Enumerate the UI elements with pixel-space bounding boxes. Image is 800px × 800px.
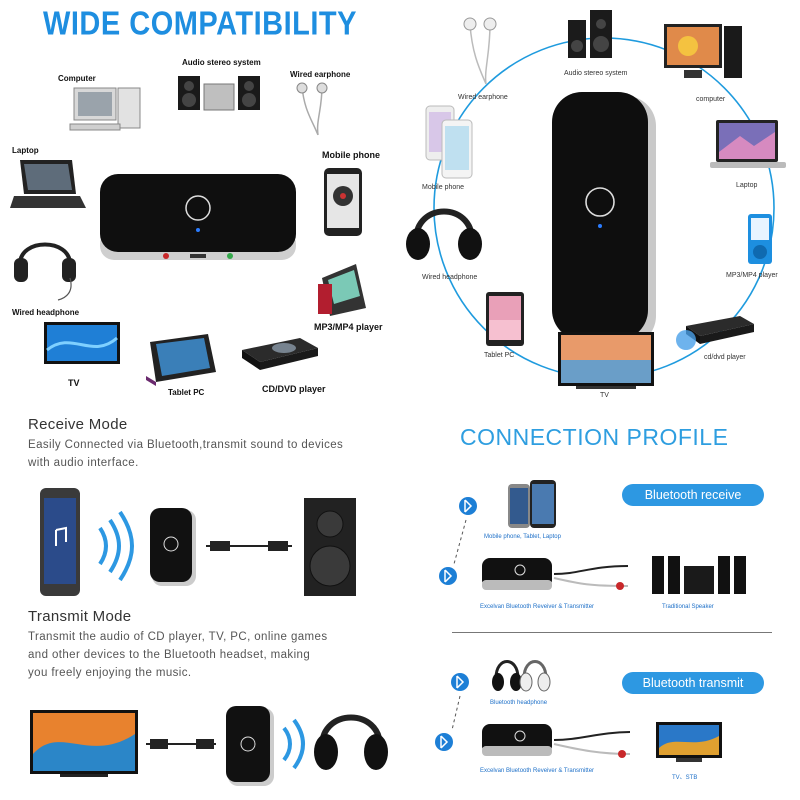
receive-mode-title: Receive Mode [28, 416, 128, 433]
cd-dvd-label: CD/DVD player [262, 384, 326, 394]
bluetooth-link-icon [435, 673, 469, 751]
audio-system-label: Audio stereo system [182, 58, 261, 67]
transmit-headphone-caption: Bluetooth headphone [490, 700, 548, 706]
laptop-label: Laptop [736, 182, 758, 189]
transmit-device-caption: Excelvan Bluetooth Reveiver & Transmitte… [480, 768, 595, 774]
mobile-phone-icon [508, 480, 556, 528]
headphone-icon [14, 242, 76, 301]
receive-mode-line-1: Easily Connected via Bluetooth,transmit … [28, 439, 344, 451]
bluetooth-receive-label: Bluetooth receive [622, 484, 764, 506]
bluetooth-headphone-icon [492, 660, 551, 692]
tablet-label: Tablet PC [484, 352, 515, 359]
transmit-mode-line-3: you freely enjoying the music. [28, 667, 192, 679]
signal-waves-icon [282, 718, 305, 770]
audio-system-icon [568, 10, 612, 58]
computer-label: computer [696, 96, 726, 103]
audio-cable-icon [146, 739, 216, 749]
wide-compatibility-panel: WIDE COMPATIBILITY Computer Audio stereo… [0, 0, 400, 400]
transmit-mode-diagram [30, 706, 388, 786]
transmit-mode-line-2: and other devices to the Bluetooth heads… [28, 649, 311, 661]
audio-cable-icon [206, 541, 292, 551]
laptop-icon [710, 120, 786, 168]
traditional-speaker-icon [652, 556, 746, 594]
receive-mode-line-2: with audio interface. [28, 457, 139, 469]
wired-earphone-label: Wired earphone [458, 94, 508, 101]
laptop-label: Laptop [12, 146, 39, 155]
section-divider [452, 632, 772, 633]
mp3-player-icon [318, 264, 366, 316]
connection-profile-panel: CONNECTION PROFILE Bluetooth receive Mob… [400, 400, 800, 800]
tablet-icon [486, 292, 524, 346]
adapter-icon [226, 706, 274, 786]
mp3-label: MP3/MP4 player [726, 272, 778, 279]
cd-dvd-player-icon [242, 338, 318, 370]
headphone-icon [406, 208, 482, 260]
tv-stb-icon [656, 722, 722, 762]
tv-label: TV [68, 378, 80, 388]
receive-phone-caption: Mobile phone, Tablet, Laptop [484, 534, 561, 540]
tv-label: TV [600, 392, 609, 399]
tv-icon [30, 710, 138, 777]
computer-icon [69, 87, 141, 131]
receive-speaker-caption: Traditional Speaker [662, 604, 714, 610]
receive-device-caption: Excelvan Bluetooth Reveiver & Transmitte… [480, 604, 595, 610]
bluetooth-headphone-icon [314, 714, 388, 770]
bluetooth-transmit-label: Bluetooth transmit [622, 672, 764, 694]
computer-icon [664, 24, 742, 78]
adapter-with-cable-icon [482, 558, 629, 590]
adapter-icon [150, 508, 196, 586]
audio-system-label: Audio stereo system [564, 70, 628, 77]
wired-headphone-label: Wired headphone [12, 308, 80, 317]
mobile-phone-icon [425, 105, 473, 179]
bluetooth-adapter-image [552, 92, 656, 346]
device-circle-panel: Audio stereo system computer Wired earph… [400, 0, 800, 400]
modes-panel: Receive Mode Easily Connected via Blueto… [0, 400, 400, 800]
mobile-phone-icon [324, 168, 362, 236]
audio-system-icon [178, 76, 260, 111]
mp3-player-icon [748, 214, 772, 264]
computer-label: Computer [58, 74, 96, 83]
mp3-label: MP3/MP4 player [314, 322, 383, 332]
earphone-icon [296, 82, 328, 136]
cd-dvd-label: cd/dvd player [704, 354, 746, 361]
speaker-icon [304, 498, 356, 596]
wide-compatibility-title: WIDE COMPATIBILITY [42, 5, 357, 43]
laptop-icon [10, 160, 86, 208]
transmit-mode-line-1: Transmit the audio of CD player, TV, PC,… [28, 631, 328, 643]
cd-dvd-player-icon [676, 316, 754, 350]
receive-mode-diagram [40, 488, 356, 596]
bluetooth-link-icon [439, 497, 477, 585]
connection-profile-title: CONNECTION PROFILE [460, 424, 729, 450]
wired-earphone-label: Wired earphone [290, 70, 351, 79]
adapter-with-cable-icon [482, 724, 631, 758]
mobile-phone-label: Mobile phone [422, 184, 465, 191]
wired-headphone-label: Wired headphone [422, 274, 478, 281]
mobile-phone-label: Mobile phone [322, 150, 380, 160]
earphone-icon [463, 17, 497, 85]
tv-icon [558, 332, 654, 389]
tablet-icon [146, 334, 216, 386]
tv-icon [44, 322, 120, 364]
transmit-tv-caption: TV、STB [672, 775, 698, 781]
transmit-mode-title: Transmit Mode [28, 608, 132, 625]
bluetooth-adapter-image [100, 174, 296, 260]
signal-waves-icon [98, 510, 134, 582]
tablet-label: Tablet PC [168, 388, 205, 397]
phone-icon [40, 488, 80, 596]
